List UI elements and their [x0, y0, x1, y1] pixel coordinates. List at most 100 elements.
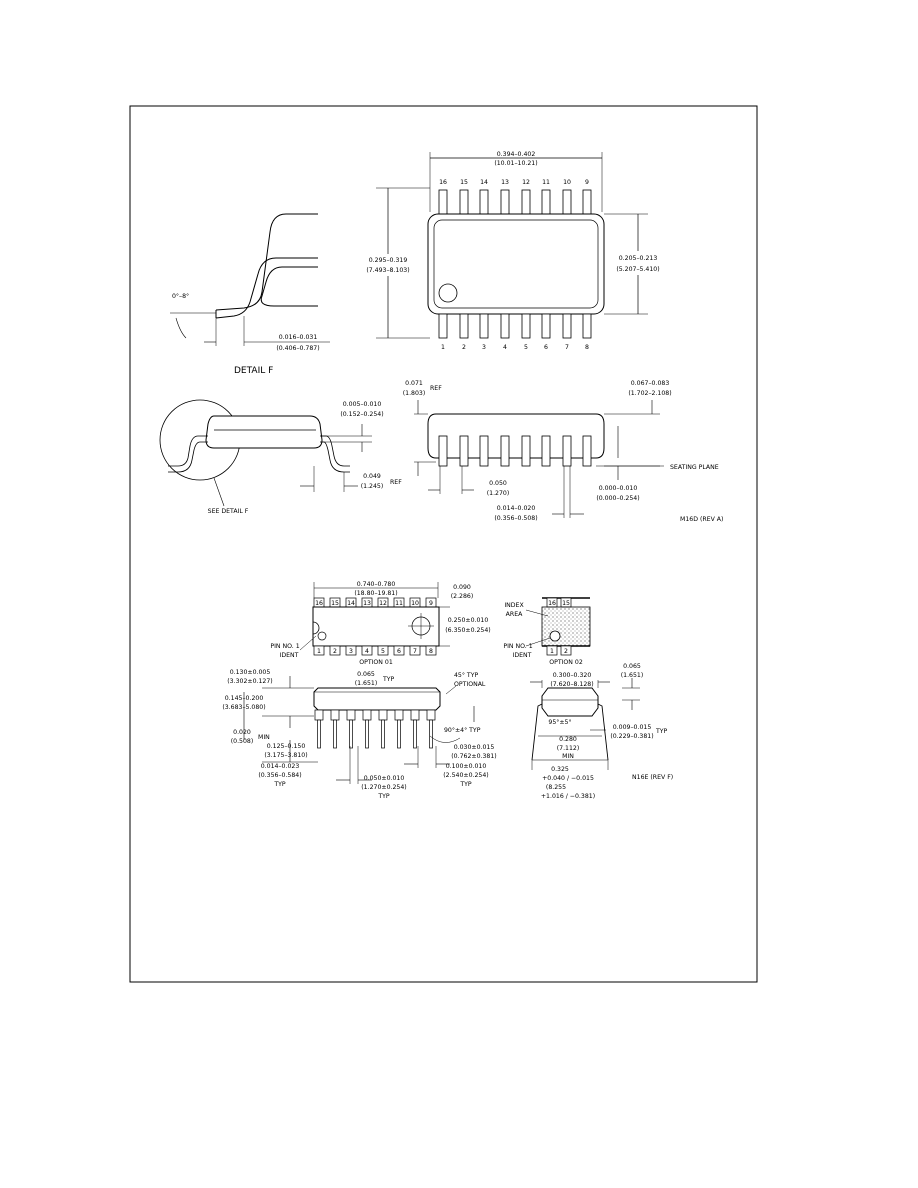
detail-f [170, 213, 330, 346]
pin-label: 16 [439, 179, 447, 186]
see-detail-f: SEE DETAIL F [208, 508, 249, 515]
lead-shoulder [346, 709, 356, 721]
pin-box [329, 645, 341, 656]
soic-body-width-mm: (5.207–5.410) [616, 266, 659, 273]
dip-body [312, 606, 440, 647]
lead [317, 719, 321, 749]
dip-bottom-pin-boxes [313, 645, 437, 656]
lead [438, 435, 448, 467]
dip-side-leads [314, 709, 436, 749]
pin-label: 2 [462, 344, 466, 351]
soic-lead-len-in: 0.049 [363, 473, 381, 480]
soic-overall-width-mm: (7.493–8.103) [366, 267, 409, 274]
dip-pitch-mm: (2.540±0.254) [443, 772, 488, 779]
pin-label: 7 [565, 344, 569, 351]
pin-label: 15 [562, 600, 570, 607]
dip-end-view [530, 678, 640, 770]
seating-plane-label: SEATING PLANE [670, 464, 719, 471]
dip-pitch-in: 0.100±0.010 [446, 763, 487, 770]
dip-end-in: 0.090 [453, 584, 471, 591]
soic-body [427, 213, 605, 315]
soic-top-pin-labels: 16 15 14 13 12 11 10 9 [439, 179, 589, 186]
soic-pitch-mm: (1.270) [487, 490, 510, 497]
lead-shoulder [378, 709, 388, 721]
pin-label: 8 [585, 344, 589, 351]
lead [459, 435, 469, 467]
lead [365, 719, 369, 749]
dip-end-span2-mm: (8.255 [546, 784, 566, 791]
detail-f-foot-mm: (0.406–0.787) [276, 345, 319, 352]
lead-shoulder [314, 709, 324, 721]
soic-length-mm: (10.01–10.21) [494, 160, 537, 167]
pin-label: 2 [333, 648, 337, 655]
pin-label: 14 [480, 179, 488, 186]
dip-end-angle: 95°±5° [548, 718, 571, 726]
lead [541, 435, 551, 467]
dip-body-mm: (3.302±0.127) [227, 678, 272, 685]
dip-end-row-in: 0.280 [559, 736, 577, 743]
dip-lead-in: 0.014–0.023 [261, 763, 300, 770]
soic-bottom-leads [438, 313, 592, 339]
soic-front-ref: REF [430, 385, 442, 392]
lead [582, 189, 592, 215]
lead [413, 719, 417, 749]
pin-label: 3 [349, 648, 353, 655]
dip-shoulder-typ: TYP [382, 676, 395, 683]
dip-option-02: 16 15 1 2 INDEX AREA PIN NO. 1 IDENT OPT… [503, 597, 591, 666]
pin-label: 8 [429, 648, 433, 655]
lead [479, 435, 489, 467]
pin-label: 12 [522, 179, 530, 186]
dip-end-shoulder-in: 0.065 [623, 663, 641, 670]
dip-height-mm: (3.683–5.080) [222, 704, 265, 711]
dip-end-typ: TYP [655, 728, 668, 735]
dip-length-mm: (18.80–19.81) [354, 590, 397, 597]
pin-label: 9 [585, 179, 589, 186]
lead-shoulder [410, 709, 420, 721]
lead [459, 189, 469, 215]
dip-bottom-pin-labels: 1 2 3 4 5 6 7 8 [317, 648, 433, 655]
dip-drawing-id: N16E (REV F) [632, 774, 673, 781]
soic-top-view: 0.394–0.402 (10.01–10.21) 16 15 14 13 12… [366, 151, 659, 351]
lead [521, 313, 531, 339]
dip-lead-typ: TYP [273, 781, 286, 788]
pin-label: 13 [363, 600, 371, 607]
dip-end-min: MIN [562, 753, 574, 760]
pin-box [313, 645, 325, 656]
dip-end-width-in: 0.300–0.320 [553, 672, 592, 679]
pin-label: 10 [411, 600, 419, 607]
soic-pitch-in: 0.050 [489, 480, 507, 487]
lead [521, 435, 531, 467]
drawing-border [129, 105, 758, 983]
detail-f-foot-in: 0.016–0.031 [279, 334, 318, 341]
pin-label: 1 [317, 648, 321, 655]
soic-ref: REF [390, 479, 402, 486]
lead [479, 313, 489, 339]
soic-drawing-id: M16D (REV A) [680, 516, 723, 523]
dip-end-span2-tol: +1.016 / −0.381) [541, 793, 595, 800]
soic-lead-w-mm: (0.356–0.508) [494, 515, 537, 522]
dip-shoulder-in: 0.065 [357, 671, 375, 678]
soic-front-view [414, 400, 664, 518]
soic-length-in: 0.394–0.402 [497, 151, 536, 158]
lead [438, 313, 448, 339]
detail-f-title: DETAIL F [234, 366, 273, 376]
dip-pin1-dot [317, 631, 327, 641]
dip-pitch-typ: TYP [459, 781, 472, 788]
pin-label: 15 [460, 179, 468, 186]
pin-label: 5 [381, 648, 385, 655]
soic-height-mm: (1.702–2.108) [628, 390, 671, 397]
lead [500, 435, 510, 467]
lead [541, 313, 551, 339]
lead [349, 719, 353, 749]
pin-label: 3 [482, 344, 486, 351]
lead [562, 435, 572, 467]
pin-label: 12 [379, 600, 387, 607]
pin-label: 11 [395, 600, 403, 607]
soic-side-view [159, 399, 372, 507]
lead [397, 719, 401, 749]
option02-pin1-label-2: IDENT [513, 652, 532, 659]
dip-end-row-mm: (7.112) [557, 745, 580, 752]
dip-pin-in: 0.030±0.015 [454, 744, 495, 751]
index-area-label: INDEX [504, 602, 524, 609]
lead-shoulder [394, 709, 404, 721]
